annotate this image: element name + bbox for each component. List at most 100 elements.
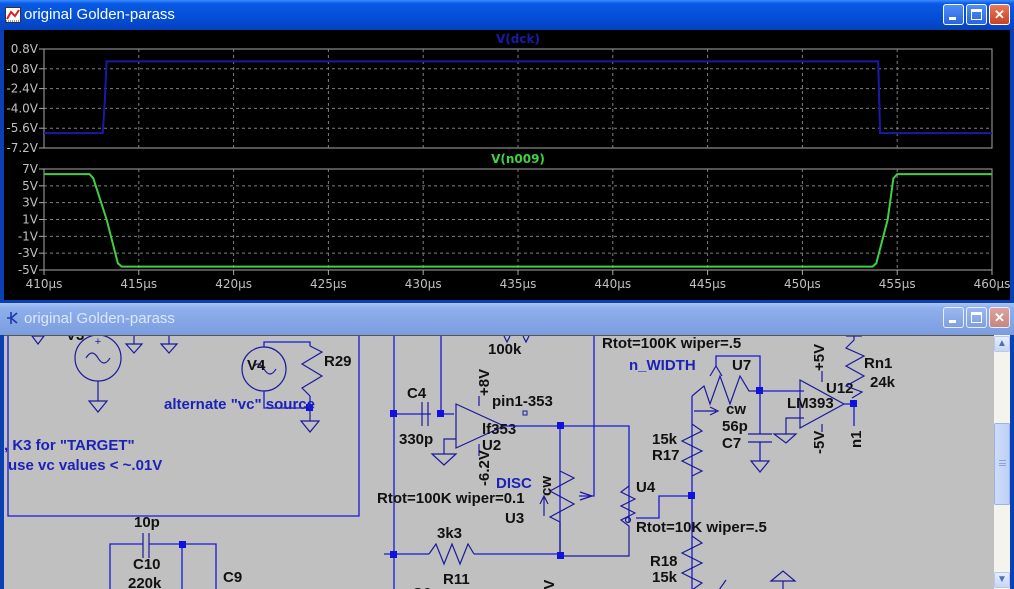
label-c6: C6 (412, 585, 431, 589)
label-lf353: lf353 (482, 421, 516, 438)
x-tick-label: 410µs (26, 277, 63, 291)
label-r11: R11 (443, 571, 470, 588)
comment-k3-target: , K3 for "TARGET" (4, 437, 135, 454)
label-c4-value: 330p (399, 431, 433, 448)
ground-symbol (159, 336, 179, 354)
wire-lm393-out (844, 403, 855, 426)
label-rtot-u3: Rtot=100K wiper=0.1 (377, 490, 525, 507)
chevron-down-icon: ▼ (997, 574, 1007, 585)
waveform-titlebar[interactable]: original Golden-parass ✕ (0, 0, 1014, 30)
minimize-button[interactable] (943, 307, 964, 328)
label-u3: U3 (505, 510, 524, 527)
label-r18: R18 (650, 553, 678, 570)
maximize-button[interactable] (966, 4, 987, 25)
label-c7: C7 (722, 435, 741, 452)
x-tick-label: 450µs (784, 277, 821, 291)
junction-dot (390, 410, 397, 417)
label-rn1-value: 24k (870, 374, 896, 391)
x-tick-label: 460µs (974, 277, 1010, 291)
schematic-app-icon (7, 312, 18, 324)
label-c4: C4 (407, 385, 427, 402)
resistor-100k-end (503, 336, 530, 344)
scroll-down-button[interactable]: ▼ (994, 572, 1010, 588)
ground-symbol (769, 570, 797, 589)
y-tick-label: 5V (22, 179, 39, 193)
label-c10: C10 (133, 556, 161, 573)
label-cw-u7: cw (726, 401, 746, 418)
label-r18-value: 15k (652, 569, 678, 586)
close-icon: ✕ (994, 310, 1005, 325)
y-tick-label: -7.2V (6, 141, 38, 155)
waveform-chart[interactable]: 0.8V-0.8V-2.4V-4.0V-5.6V-7.2VV(dck)7V5V3… (4, 30, 1010, 300)
y-tick-label: -0.8V (6, 62, 38, 76)
maximize-button[interactable] (966, 307, 987, 328)
label-rtot-top: Rtot=100K wiper=.5 (602, 336, 741, 352)
junction-dot (756, 387, 763, 394)
maximize-icon (971, 9, 982, 20)
label-rn1: Rn1 (864, 355, 892, 372)
junction-dot (557, 422, 564, 429)
close-button[interactable]: ✕ (989, 4, 1010, 25)
voltage-source-v4[interactable] (241, 341, 324, 433)
junction-dot (850, 400, 857, 407)
scrollbar-thumb[interactable] (994, 423, 1010, 505)
resistor-r17[interactable] (680, 423, 704, 477)
label-minus-5v: -5V (811, 431, 828, 454)
label-minus-6-2v: -6.2V (476, 450, 493, 486)
trace-title: V(n009) (491, 152, 545, 166)
y-tick-label: 7V (22, 162, 39, 176)
trace-vn009 (44, 173, 992, 268)
label-r17-value: 15k (652, 431, 678, 448)
y-tick-label: -3V (18, 246, 39, 260)
capacitor-c4[interactable] (421, 402, 429, 426)
label-n1: n1 (848, 430, 865, 448)
voltage-source-v3[interactable]: + (74, 336, 122, 413)
y-tick-label: 0.8V (11, 42, 39, 56)
label-lm393: LM393 (787, 395, 834, 412)
wire-fragment (718, 579, 727, 589)
label-rtot-u4: Rtot=10K wiper=.5 (636, 519, 767, 536)
potentiometer-u4[interactable] (560, 485, 692, 557)
minimize-button[interactable] (943, 4, 964, 25)
opamp-u2[interactable] (430, 396, 506, 466)
y-tick-label: 1V (22, 213, 39, 227)
label-u7: U7 (732, 357, 751, 374)
comparator-lm393-u12[interactable] (772, 371, 846, 444)
schematic-drawing[interactable]: + V3 V4 R29 alternate "vc" source , K3 f… (4, 336, 994, 589)
label-c10-value: 10p (134, 514, 160, 531)
potentiometer-u7[interactable] (691, 355, 761, 416)
capacitor-c10[interactable] (109, 533, 217, 589)
label-c9: C9 (223, 569, 242, 586)
resistor-r11[interactable] (428, 542, 475, 566)
resistor-rn1[interactable] (844, 336, 866, 399)
grip-icon (999, 460, 1006, 466)
schematic-titlebar[interactable]: original Golden-parass ✕ (0, 303, 1014, 335)
resistor-r18[interactable] (680, 535, 704, 589)
junction-dot (390, 551, 397, 558)
label-v4: V4 (247, 357, 266, 374)
y-tick-label: -4.0V (6, 101, 38, 115)
minimize-icon (949, 17, 956, 20)
x-tick-label: 455µs (879, 277, 916, 291)
vertical-scrollbar[interactable]: ▲ ▼ (994, 335, 1010, 589)
x-tick-label: 430µs (405, 277, 442, 291)
comment-frame (7, 336, 360, 517)
label-u2: U2 (482, 437, 501, 454)
label-plus-8v: +8V (476, 369, 493, 396)
waveform-window-title: original Golden-parass (24, 6, 175, 23)
x-tick-label: 425µs (310, 277, 347, 291)
schematic-canvas[interactable]: + V3 V4 R29 alternate "vc" source , K3 f… (4, 335, 994, 589)
x-tick-label: 420µs (215, 277, 252, 291)
y-tick-label: -1V (18, 229, 39, 243)
label-alternate-source: alternate "vc" source (164, 396, 315, 413)
junction-dot (437, 410, 444, 417)
label-n-width: n_WIDTH (629, 357, 696, 374)
label-r11-value: 3k3 (437, 525, 462, 542)
potentiometer-u3[interactable] (539, 470, 593, 556)
scroll-up-button[interactable]: ▲ (994, 336, 1010, 352)
label-8v-bottom: 8V (541, 580, 558, 589)
capacitor-c7[interactable] (748, 391, 772, 473)
label-u4: U4 (636, 479, 656, 496)
close-button[interactable]: ✕ (989, 307, 1010, 328)
